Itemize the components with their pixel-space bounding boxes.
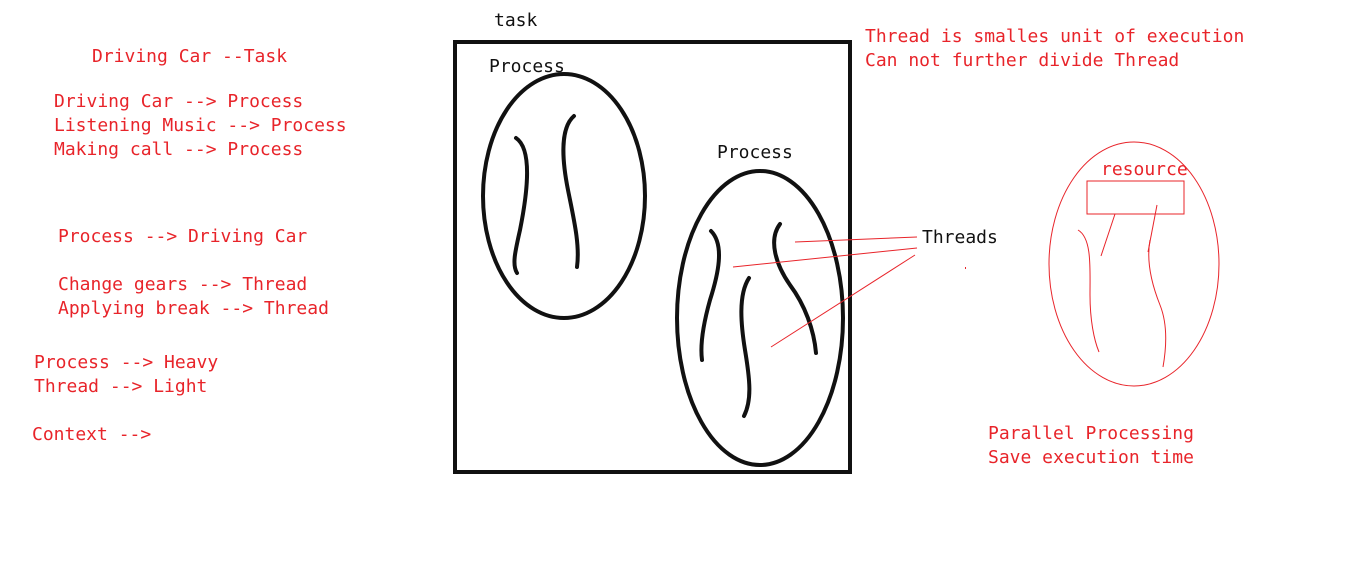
process-label-1: Process xyxy=(489,56,565,77)
resource-thread-2 xyxy=(1148,239,1167,368)
notes-title: Driving Car --Task xyxy=(92,46,288,67)
note-line: Parallel Processing xyxy=(988,423,1194,444)
threads-pointer-2 xyxy=(732,247,918,268)
note-line: Thread is smalles unit of execution xyxy=(865,26,1245,47)
process-2-thread-1 xyxy=(699,229,721,362)
resource-process-ellipse xyxy=(1048,141,1220,387)
note-line: Save execution time xyxy=(988,447,1194,468)
note-line: Change gears --> Thread xyxy=(58,274,308,295)
process-2-thread-3 xyxy=(739,276,752,418)
resource-link-1 xyxy=(1100,213,1116,257)
threads-pointer-1 xyxy=(794,236,918,243)
threads-label: Threads xyxy=(922,227,998,248)
process-2-ellipse xyxy=(675,169,845,467)
task-label: task xyxy=(494,10,538,31)
resource-thread-1 xyxy=(1077,229,1100,353)
process-1-ellipse xyxy=(481,72,647,320)
note-line: Listening Music --> Process xyxy=(54,115,347,136)
process-1-thread-2 xyxy=(561,114,580,269)
note-line: Process --> Driving Car xyxy=(58,226,308,247)
threads-pointer-3 xyxy=(770,254,916,348)
process-label-2: Process xyxy=(717,142,793,163)
process-1-thread-1 xyxy=(512,136,530,275)
stray-dot xyxy=(965,267,966,269)
resource-link-2 xyxy=(1147,204,1158,253)
note-line: Driving Car --> Process xyxy=(54,91,304,112)
note-line: Can not further divide Thread xyxy=(865,50,1180,71)
note-line: Making call --> Process xyxy=(54,139,304,160)
note-line: Thread --> Light xyxy=(34,376,208,397)
task-box xyxy=(453,40,852,474)
resource-box xyxy=(1086,180,1185,215)
process-2-thread-2 xyxy=(772,222,818,355)
note-line: Process --> Heavy xyxy=(34,352,219,373)
resource-label: resource xyxy=(1101,159,1188,180)
note-line: Context --> xyxy=(32,424,152,445)
note-line: Applying break --> Thread xyxy=(58,298,329,319)
